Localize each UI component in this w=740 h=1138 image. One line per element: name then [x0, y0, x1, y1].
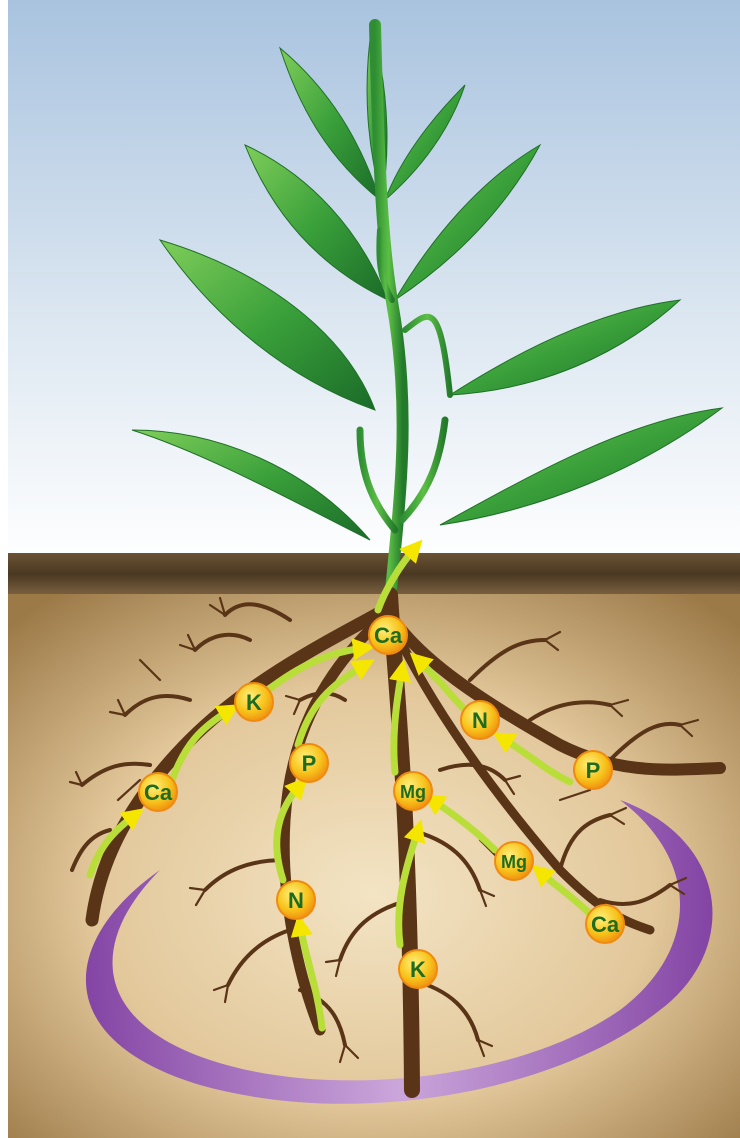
nutrient-badge-p-mid: P — [290, 744, 328, 782]
nutrient-badge-n-lower: N — [277, 881, 315, 919]
nutrient-label: K — [246, 690, 262, 715]
soil-surface-band — [8, 553, 740, 595]
nutrient-badge-mg-center: Mg — [394, 772, 432, 810]
soil — [8, 594, 740, 1138]
nutrient-badge-n-right: N — [461, 701, 499, 739]
nutrient-label: Mg — [400, 782, 426, 802]
nutrient-badge-ca-top: Ca — [369, 616, 407, 654]
nutrient-label: P — [302, 751, 317, 776]
nutrient-badge-k-left: K — [235, 683, 273, 721]
nutrient-label: Ca — [144, 780, 173, 805]
nutrient-label: Mg — [501, 852, 527, 872]
nutrient-badge-mg-right: Mg — [495, 842, 533, 880]
nutrient-badge-k-bottom: K — [399, 950, 437, 988]
nutrient-label: P — [586, 758, 601, 783]
nutrient-badge-ca-left: Ca — [139, 773, 177, 811]
nutrient-badge-p-right: P — [574, 751, 612, 789]
nutrient-label: Ca — [374, 623, 403, 648]
nutrient-badge-ca-right: Ca — [586, 905, 624, 943]
nutrient-label: K — [410, 957, 426, 982]
nutrient-label: N — [288, 888, 304, 913]
nutrient-label: Ca — [591, 912, 620, 937]
nutrient-label: N — [472, 708, 488, 733]
